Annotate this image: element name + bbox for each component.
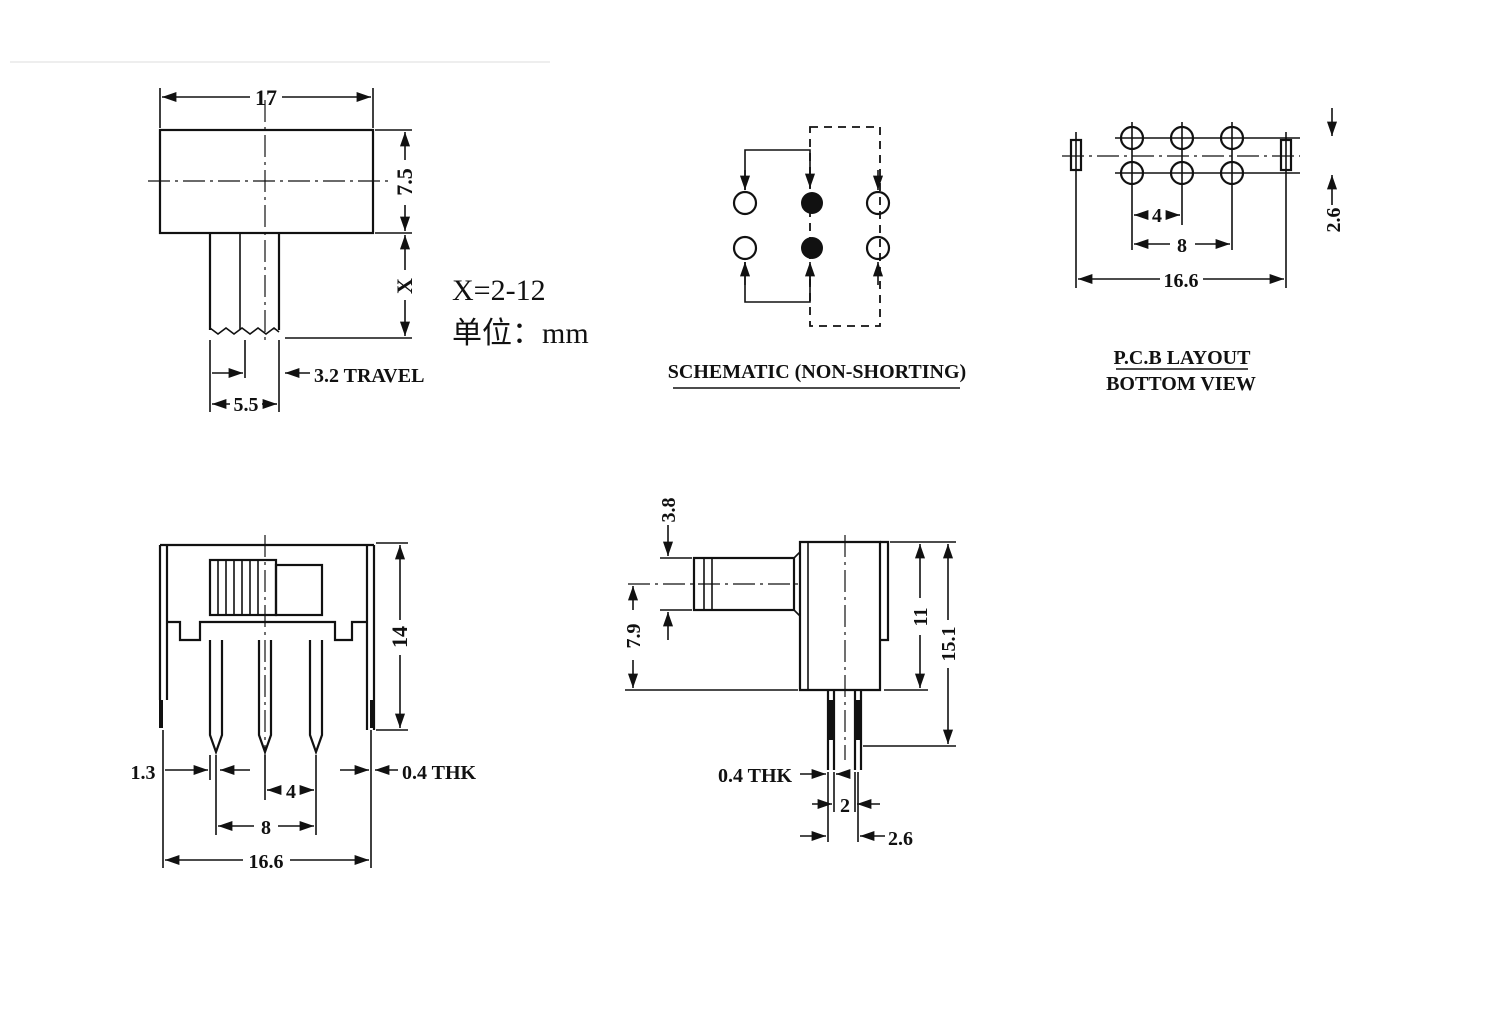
front-view: 14 1.3 0.4 THK 4 8 16.6 (131, 535, 477, 873)
side-thickness-note: 0.4 THK (718, 765, 793, 787)
side-dim-pin-spacing: 2 (840, 795, 850, 817)
pcb-dim-overall: 16.6 (1164, 270, 1199, 292)
dim-lever-width: 5.5 (234, 394, 259, 416)
side-dim-lever-height: 7.9 (623, 624, 645, 649)
front-pins (208, 640, 324, 756)
front-slider-housing (274, 563, 324, 617)
slider-dashed-outline (809, 126, 881, 327)
front-body-bottom (167, 620, 367, 642)
schematic: SCHEMATIC (NON-SHORTING) (668, 126, 966, 389)
contact-open-2 (865, 190, 891, 216)
side-dim-body-height: 11 (910, 608, 932, 627)
pcb-caption-line2: BOTTOM VIEW (1106, 373, 1256, 395)
front-left-bracket (158, 543, 169, 700)
side-lever (692, 556, 796, 612)
front-dim-height: 14 (387, 626, 412, 648)
contact-common-1 (801, 192, 823, 214)
contact-open-3 (732, 235, 758, 261)
side-dim-lever: 3.8 (658, 498, 680, 523)
side-dim-overall-height: 15.1 (938, 627, 960, 662)
contact-open-1 (732, 190, 758, 216)
front-dim-overall: 16.6 (249, 851, 284, 873)
front-dim-pitch: 4 (286, 781, 296, 803)
dim-width-17: 17 (255, 85, 277, 110)
front-dim-leg-offset: 1.3 (131, 762, 156, 784)
side-body-outline (798, 540, 882, 692)
pcb-dim-row-spacing: 2.6 (1323, 208, 1345, 233)
pcb-layout: 2.6 4 8 16.6 P.C.B LAYOUT BOTTOM VIEW (1062, 108, 1345, 395)
pcb-dim-span: 8 (1177, 235, 1187, 257)
top-view: 17 7.5 X X=2-12 单位：mm 3.2 TRAVEL 5.5 (148, 85, 589, 416)
side-view: 3.8 7.9 11 15.1 0.4 THK 2 2.6 (623, 498, 960, 851)
lever-outline (208, 233, 281, 330)
pcb-dim-pitch: 4 (1152, 205, 1162, 227)
front-right-bracket (365, 543, 376, 730)
x-range-note: X=2-12 (452, 274, 546, 307)
dim-height-7-5: 7.5 (392, 168, 417, 196)
side-dim-pin-offset: 2.6 (888, 828, 913, 850)
schematic-caption: SCHEMATIC (NON-SHORTING) (668, 361, 966, 383)
contact-open-4 (865, 235, 891, 261)
unit-note: 单位：mm (452, 317, 589, 350)
dim-lever-x: X (392, 278, 417, 294)
front-thickness-note: 0.4 THK (402, 762, 477, 784)
front-dim-span: 8 (261, 817, 271, 839)
pcb-caption-line1: P.C.B LAYOUT (1114, 347, 1252, 369)
contact-common-2 (801, 237, 823, 259)
travel-note: 3.2 TRAVEL (314, 365, 424, 387)
front-slider-knob (208, 558, 278, 617)
lever-break-line (209, 326, 280, 335)
